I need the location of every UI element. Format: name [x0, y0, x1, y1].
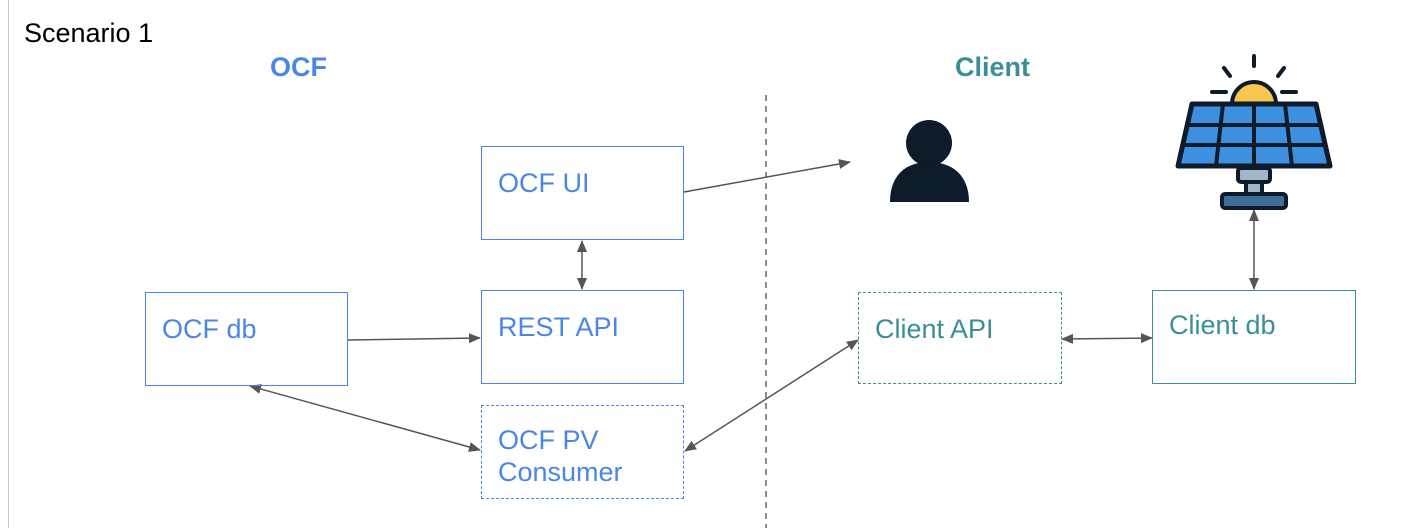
client-api-label: Client API — [875, 314, 994, 344]
client-section-label: Client — [955, 52, 1031, 82]
ocf-ui-label: OCF UI — [498, 168, 590, 198]
ocf-ui-box: OCF UI — [481, 146, 684, 240]
ocf-pv-consumer-label-line2: Consumer — [498, 457, 623, 487]
ocf-section-label: OCF — [270, 52, 327, 82]
arrow-ocf-db-to-rest-api — [347, 333, 481, 344]
arrow-pv-consumer-client-api — [684, 339, 859, 452]
arrow-ocf-db-pv-consumer — [249, 384, 481, 452]
client-db-label: Client db — [1169, 310, 1276, 340]
scenario-title: Scenario 1 — [24, 18, 154, 48]
frame-border — [8, 0, 9, 528]
rest-api-label: REST API — [498, 312, 620, 342]
ocf-pv-consumer-label-line1: OCF PV — [498, 425, 599, 455]
arrow-ocf-ui-to-user — [683, 159, 851, 193]
arrow-client-api-client-db — [1061, 333, 1153, 344]
rest-api-box: REST API — [481, 290, 684, 384]
client-db-box: Client db — [1152, 290, 1356, 384]
solar-panel-icon — [1175, 54, 1333, 210]
ocf-db-label: OCF db — [162, 314, 257, 344]
client-api-box: Client API — [858, 292, 1062, 384]
person-icon — [890, 120, 969, 202]
ocf-db-box: OCF db — [145, 292, 348, 386]
ocf-pv-consumer-box: OCF PV Consumer — [481, 405, 684, 499]
